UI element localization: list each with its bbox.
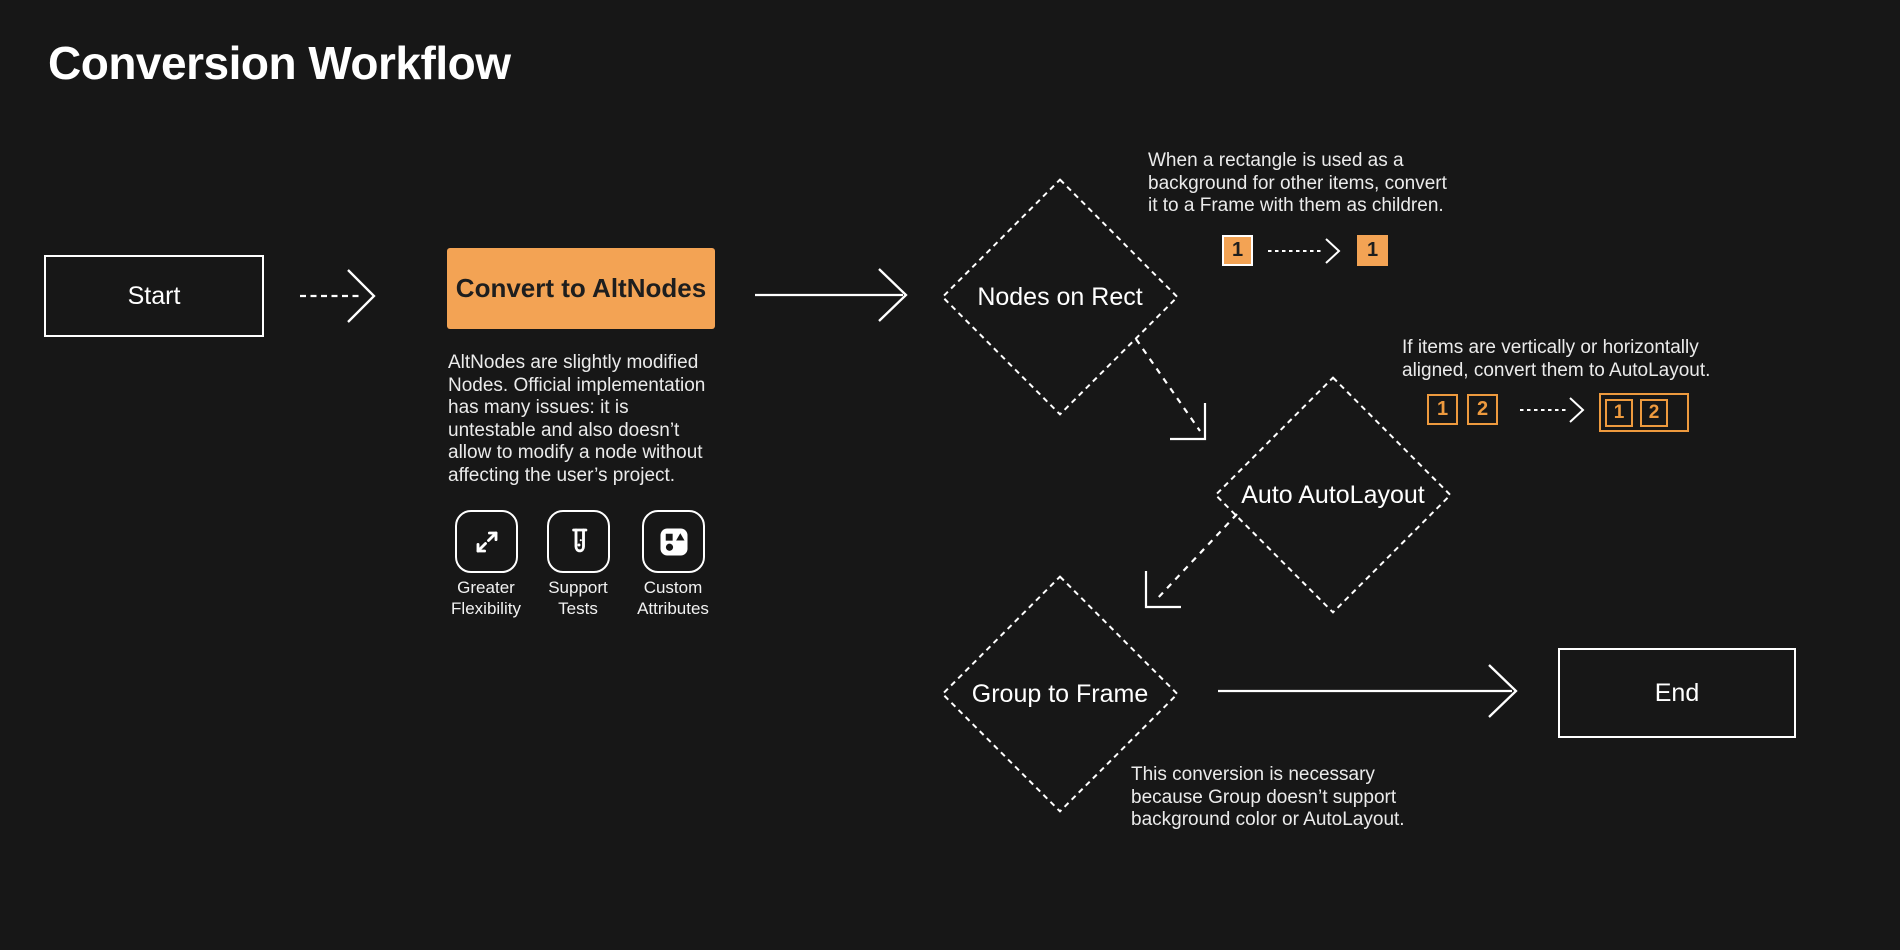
- auto-autolayout-diamond: [1214, 376, 1452, 614]
- mini-arrow-rect-to-frame: [1268, 238, 1341, 264]
- convert-to-altnodes-node: Convert to AltNodes: [447, 248, 715, 329]
- mini-arrow-items-to-autolayout: [1520, 397, 1585, 423]
- feature-tile-custom-attributes: [642, 510, 705, 573]
- feature-tile-support-tests: [547, 510, 610, 573]
- arrow-nodes-on-rect-to-auto-autolayout: [1135, 338, 1207, 441]
- feature-caption-support-tests: Support Tests: [548, 578, 608, 618]
- end-node-label: End: [1654, 678, 1700, 707]
- end-node: End: [1558, 648, 1796, 738]
- expand-diagonal-icon: [476, 531, 497, 552]
- mini-rect-before-box: 1: [1222, 235, 1253, 266]
- auto-autolayout-label: Auto AutoLayout: [1241, 481, 1425, 509]
- feature-caption-greater-flexibility: Greater Flexibility: [451, 578, 521, 618]
- nodes-on-rect-diamond: [941, 178, 1179, 416]
- arrow-convert-to-nodes-on-rect: [755, 268, 908, 322]
- mini-autolayout-item-1: 1: [1605, 398, 1633, 427]
- altnodes-description: AltNodes are slightly modified Nodes. Of…: [448, 352, 706, 486]
- group-to-frame-label: Group to Frame: [971, 680, 1149, 708]
- mini-item-1-box: 1: [1427, 394, 1458, 425]
- mini-autolayout-container: 1 2: [1599, 393, 1689, 432]
- convert-to-altnodes-label: Convert to AltNodes: [455, 273, 707, 303]
- mini-rect-after-box: 1: [1357, 235, 1388, 266]
- arrow-auto-autolayout-to-group-to-frame: [1144, 513, 1238, 609]
- arrow-group-to-frame-to-end: [1218, 664, 1518, 718]
- nodes-on-rect-label: Nodes on Rect: [977, 283, 1143, 311]
- auto-autolayout-note: If items are vertically or horizontally …: [1402, 337, 1711, 381]
- page-title: Conversion Workflow: [48, 37, 511, 89]
- start-node-label: Start: [127, 281, 181, 310]
- nodes-on-rect-note: When a rectangle is used as a background…: [1148, 150, 1447, 216]
- arrow-start-to-convert: [300, 269, 376, 323]
- group-to-frame-note: This conversion is necessary because Gro…: [1131, 764, 1405, 830]
- test-tube-icon: [571, 528, 587, 552]
- mini-item-2-box: 2: [1467, 394, 1498, 425]
- feature-caption-custom-attributes: Custom Attributes: [637, 578, 709, 618]
- shapes-icon: [660, 528, 687, 555]
- feature-tile-greater-flexibility: [455, 510, 518, 573]
- start-node: Start: [44, 255, 264, 337]
- mini-autolayout-item-2: 2: [1640, 398, 1668, 427]
- group-to-frame-diamond: [941, 575, 1179, 813]
